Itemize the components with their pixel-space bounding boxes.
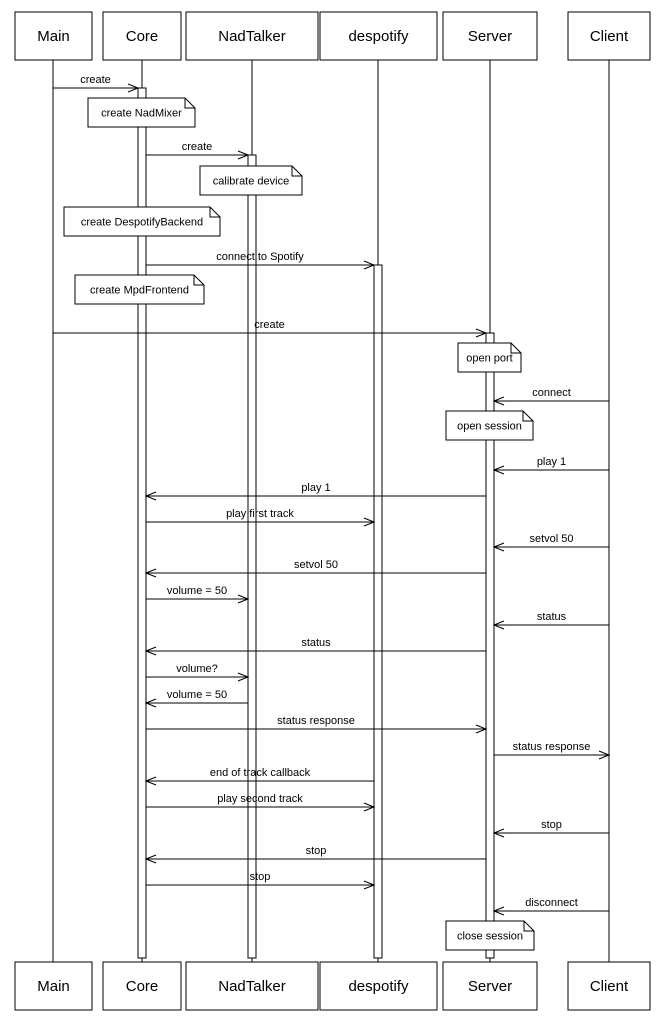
note-close-session-label: close session bbox=[457, 931, 523, 943]
message-connect-to-spotify-arrowhead-icon bbox=[363, 260, 376, 270]
note-create-nadmixer-fold-icon bbox=[184, 98, 195, 109]
actor-foot-box-core bbox=[102, 961, 182, 1011]
message-status-label: status bbox=[537, 611, 567, 623]
message-play-1-arrowhead-icon bbox=[144, 491, 157, 501]
note-create-despotifybackend-fold-icon bbox=[209, 207, 220, 218]
message-status-response-arrowhead-icon bbox=[475, 724, 488, 734]
note-create-despotifybackend-label: create DespotifyBackend bbox=[81, 217, 203, 229]
message-status-arrowhead-icon bbox=[144, 646, 157, 656]
actor-foot-box-main bbox=[14, 961, 93, 1011]
actor-head-label-nadtalker: NadTalker bbox=[218, 28, 286, 45]
message-volume-50-label: volume = 50 bbox=[167, 585, 227, 597]
message-stop-arrowhead-icon bbox=[363, 880, 376, 890]
message-status-arrowhead-icon bbox=[492, 620, 505, 630]
message-setvol-50-arrowhead-icon bbox=[144, 568, 157, 578]
message-volume-50-label: volume = 50 bbox=[167, 689, 227, 701]
activation-nadtalker bbox=[247, 154, 257, 959]
message-create-arrowhead-icon bbox=[237, 150, 250, 160]
message-create-label: create bbox=[80, 74, 111, 86]
actor-foot-box-despotify bbox=[319, 961, 438, 1011]
note-close-session bbox=[445, 920, 535, 951]
message-create-arrowhead-icon bbox=[475, 328, 488, 338]
actor-foot-label-nadtalker: NadTalker bbox=[218, 978, 286, 995]
message-end-of-track-callback-label: end of track callback bbox=[210, 767, 311, 779]
actor-head-label-main: Main bbox=[37, 28, 70, 45]
message-setvol-50-arrowhead-icon bbox=[492, 542, 505, 552]
message-connect-arrowhead-icon bbox=[492, 396, 505, 406]
message-create-label: create bbox=[254, 319, 285, 331]
note-calibrate-device bbox=[199, 165, 303, 196]
message-setvol-50-label: setvol 50 bbox=[294, 559, 338, 571]
actor-foot-label-despotify: despotify bbox=[348, 978, 409, 995]
message-disconnect-arrowhead-icon bbox=[492, 906, 505, 916]
note-create-nadmixer-label: create NadMixer bbox=[101, 108, 182, 120]
message-connect-to-spotify-label: connect to Spotify bbox=[216, 251, 304, 263]
note-open-port-label: open port bbox=[466, 353, 512, 365]
actor-head-label-client: Client bbox=[590, 28, 629, 45]
message-volume-50-arrowhead-icon bbox=[144, 698, 157, 708]
actor-foot-box-nadtalker bbox=[185, 961, 319, 1011]
message-setvol-50-label: setvol 50 bbox=[529, 533, 573, 545]
message-stop-arrowhead-icon bbox=[144, 854, 157, 864]
actor-head-label-server: Server bbox=[468, 28, 512, 45]
message-play-1-label: play 1 bbox=[301, 482, 330, 494]
message-stop-arrowhead-icon bbox=[492, 828, 505, 838]
message-status-label: status bbox=[301, 637, 331, 649]
message-play-second-track-label: play second track bbox=[217, 793, 303, 805]
actor-head-box-main bbox=[14, 11, 93, 61]
message-status-response-label: status response bbox=[513, 741, 591, 753]
message-play-1-label: play 1 bbox=[537, 456, 566, 468]
activation-despotify bbox=[373, 264, 383, 959]
message-volume-label: volume? bbox=[176, 663, 218, 675]
actor-head-box-client bbox=[567, 11, 651, 61]
actor-foot-label-client: Client bbox=[590, 978, 629, 995]
message-status-response-label: status response bbox=[277, 715, 355, 727]
message-stop-label: stop bbox=[250, 871, 271, 883]
actor-head-box-core bbox=[102, 11, 182, 61]
note-create-despotifybackend bbox=[63, 206, 221, 237]
note-open-session-fold-icon bbox=[522, 411, 533, 422]
actor-foot-label-server: Server bbox=[468, 978, 512, 995]
message-status-response-arrowhead-icon bbox=[598, 750, 611, 760]
message-create-label: create bbox=[182, 141, 213, 153]
actor-foot-label-main: Main bbox=[37, 978, 70, 995]
actor-foot-box-client bbox=[567, 961, 651, 1011]
actor-head-box-nadtalker bbox=[185, 11, 319, 61]
message-play-first-track-label: play first track bbox=[226, 508, 294, 520]
message-play-first-track-arrowhead-icon bbox=[363, 517, 376, 527]
actor-head-box-server bbox=[442, 11, 538, 61]
note-open-session-label: open session bbox=[457, 421, 522, 433]
message-end-of-track-callback-arrowhead-icon bbox=[144, 776, 157, 786]
message-connect-label: connect bbox=[532, 387, 571, 399]
note-create-nadmixer bbox=[87, 97, 196, 128]
note-open-port bbox=[457, 342, 522, 373]
message-volume-arrowhead-icon bbox=[237, 672, 250, 682]
activation-core bbox=[137, 87, 147, 959]
note-open-session bbox=[445, 410, 534, 441]
note-calibrate-device-label: calibrate device bbox=[213, 176, 289, 188]
actor-head-label-despotify: despotify bbox=[348, 28, 409, 45]
note-create-mpdfrontend bbox=[74, 274, 205, 305]
note-create-mpdfrontend-label: create MpdFrontend bbox=[90, 285, 189, 297]
actor-head-label-core: Core bbox=[126, 28, 159, 45]
note-create-mpdfrontend-fold-icon bbox=[193, 275, 204, 286]
message-stop-label: stop bbox=[306, 845, 327, 857]
activation-server bbox=[485, 332, 495, 959]
message-create-arrowhead-icon bbox=[127, 83, 140, 93]
note-open-port-fold-icon bbox=[510, 343, 521, 354]
note-calibrate-device-fold-icon bbox=[291, 166, 302, 177]
message-play-second-track-arrowhead-icon bbox=[363, 802, 376, 812]
note-close-session-fold-icon bbox=[523, 921, 534, 932]
actor-head-box-despotify bbox=[319, 11, 438, 61]
message-disconnect-label: disconnect bbox=[525, 897, 578, 909]
actor-foot-label-core: Core bbox=[126, 978, 159, 995]
message-stop-label: stop bbox=[541, 819, 562, 831]
actor-foot-box-server bbox=[442, 961, 538, 1011]
message-volume-50-arrowhead-icon bbox=[237, 594, 250, 604]
message-play-1-arrowhead-icon bbox=[492, 465, 505, 475]
